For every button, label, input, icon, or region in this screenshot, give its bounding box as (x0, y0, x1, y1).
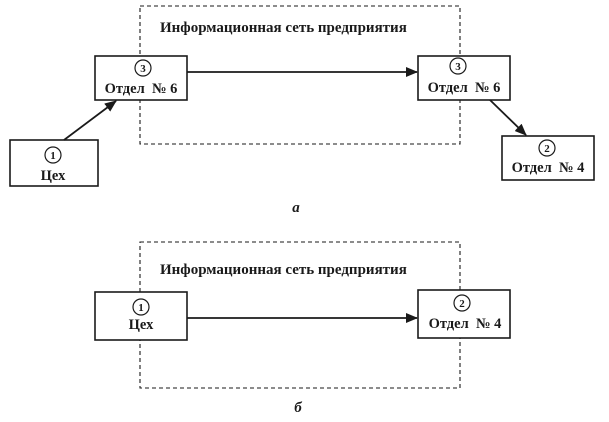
node-number: 1 (50, 150, 56, 162)
node-number-marker (44, 146, 62, 164)
node-number: 2 (544, 143, 550, 155)
node-label: Цех (129, 317, 154, 333)
arrow-workshop-to-dept6 (63, 100, 117, 141)
node-number-marker (449, 57, 467, 75)
node-number: 1 (138, 302, 144, 314)
node-label: Отдел № 4 (512, 160, 585, 176)
node-workshop-a: 1 Цех (9, 139, 99, 187)
node-number-marker (132, 298, 150, 316)
diagram-a: Информационная сеть предприятия 1 Цех 3 … (9, 5, 595, 216)
node-workshop-b: 1 Цех (94, 291, 188, 341)
node-label: Отдел № 6 (105, 81, 178, 97)
node-label: Цех (41, 168, 66, 184)
node-number-marker (453, 294, 471, 312)
node-dept6-left-a: 3 Отдел № 6 (94, 55, 188, 101)
diagram-b: Информационная сеть предприятия 1 Цех 2 … (94, 241, 511, 416)
arrow-dept6-to-dept4 (489, 99, 527, 136)
node-dept6-right-a: 3 Отдел № 6 (417, 55, 511, 101)
node-number-marker (538, 139, 556, 157)
network-label-a: Информационная сеть предприятия (160, 20, 407, 36)
node-label: Отдел № 4 (429, 316, 502, 332)
network-label-b: Информационная сеть предприятия (160, 262, 407, 278)
node-number: 3 (455, 61, 461, 73)
node-number-marker (134, 59, 152, 77)
caption-a: а (292, 200, 300, 216)
node-number: 3 (140, 63, 146, 75)
caption-b: б (294, 400, 302, 416)
node-label: Отдел № 6 (428, 80, 501, 96)
node-number: 2 (459, 298, 465, 310)
node-dept4-a: 2 Отдел № 4 (501, 135, 595, 181)
node-dept4-b: 2 Отдел № 4 (417, 289, 511, 339)
